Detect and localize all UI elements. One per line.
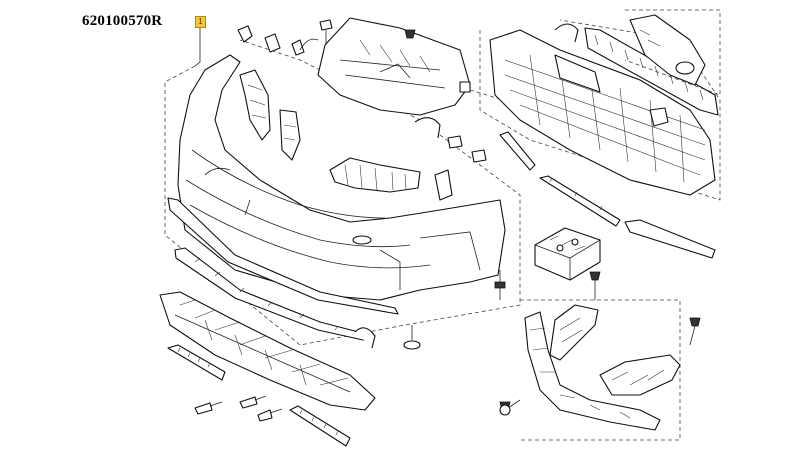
left-side-bracket	[239, 69, 271, 141]
trim-clip	[354, 327, 376, 349]
fog-lamp-bezel	[629, 14, 706, 86]
grille-assembly-frame	[479, 19, 721, 201]
grille-mesh-insert	[584, 27, 719, 116]
lower-lip-spoiler	[167, 197, 399, 315]
right-side-bracket-long	[524, 311, 661, 431]
top-clip	[237, 25, 253, 43]
center-left-bracket	[279, 109, 301, 161]
part-number-label: 620100570R	[82, 13, 163, 29]
right-vent-insert	[289, 405, 351, 447]
upper-clips	[264, 19, 333, 56]
center-right-clips	[414, 117, 487, 201]
side-brackets-frame	[520, 299, 681, 441]
chrome-trim-left	[499, 131, 536, 171]
upper-support-panel	[317, 17, 521, 116]
upper-grille	[489, 29, 716, 196]
bumper-assembly-frame	[164, 39, 521, 346]
center-bracket	[329, 157, 421, 193]
left-vent-insert	[167, 344, 226, 381]
front-bumper-shell	[177, 54, 506, 301]
callout-badge: 1	[195, 16, 206, 28]
clip-kit-box	[534, 227, 601, 281]
right-side-bracket-upper	[549, 304, 599, 361]
right-side-bracket-lower	[599, 354, 681, 396]
chrome-trim-right	[624, 219, 716, 259]
lower-bolts	[403, 270, 506, 350]
bracket-bolt	[499, 404, 511, 416]
lower-undertray	[159, 291, 376, 411]
chrome-trim-center	[539, 175, 621, 227]
grille-clips	[554, 23, 669, 127]
callout-leader-line	[194, 28, 201, 67]
upper-screw	[404, 29, 416, 39]
push-rivets	[194, 395, 283, 422]
